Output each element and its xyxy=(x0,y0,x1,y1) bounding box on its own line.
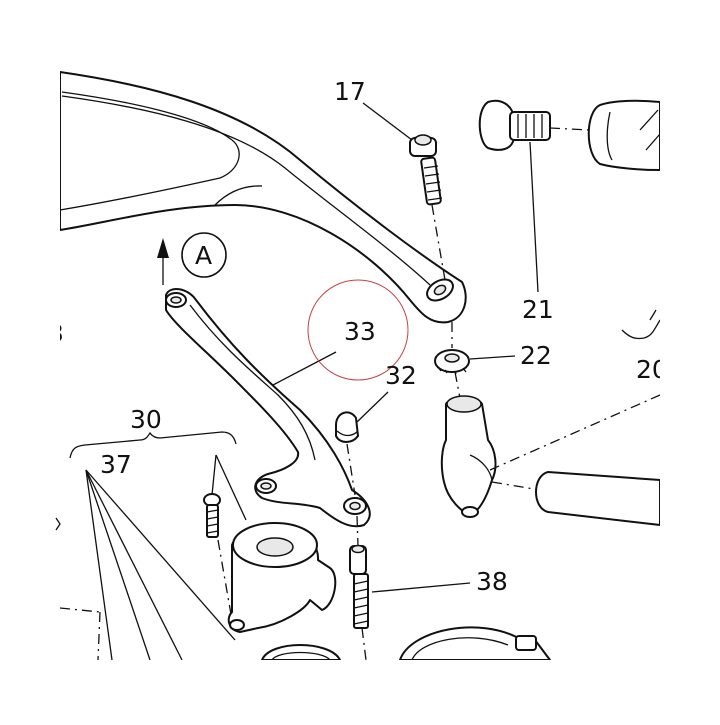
callout-33: 33 xyxy=(344,317,376,346)
highlight-circle xyxy=(307,279,409,381)
detail-a-marker xyxy=(157,232,227,285)
frame-arm xyxy=(59,71,467,324)
callout-21: 21 xyxy=(522,295,554,324)
callout-30: 30 xyxy=(130,405,162,434)
small-screw xyxy=(203,493,233,621)
bar-end-21 xyxy=(478,99,591,151)
callout-22: 22 xyxy=(520,341,552,370)
edge-fragments xyxy=(55,309,657,531)
bracket-33 xyxy=(165,288,371,528)
washer-22 xyxy=(434,322,470,399)
handlebar-grip xyxy=(587,99,661,171)
handlebar-tube xyxy=(535,471,661,526)
leader-lines-37 xyxy=(85,454,247,661)
bottom-bearing xyxy=(261,644,341,661)
callout-38: 38 xyxy=(476,567,508,596)
switch-housing xyxy=(227,522,337,633)
callout-17: 17 xyxy=(334,77,366,106)
callout-32: 32 xyxy=(385,361,417,390)
cap-nut-32 xyxy=(335,411,359,496)
handlebar-clamp xyxy=(440,394,661,518)
left-construction-lines xyxy=(59,607,101,661)
detail-a-label: A xyxy=(195,241,212,270)
leader-lines xyxy=(272,102,661,593)
group-bracket-30 xyxy=(69,431,237,459)
screw-17 xyxy=(409,134,446,281)
screw-38 xyxy=(349,515,369,661)
bottom-ring xyxy=(399,626,551,661)
callout-37: 37 xyxy=(100,450,132,479)
